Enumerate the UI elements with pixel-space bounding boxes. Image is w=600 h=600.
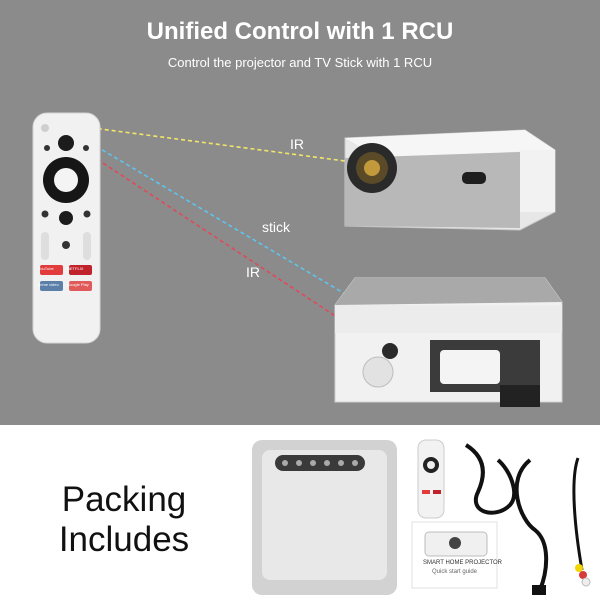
ir-receiver-bottom	[382, 343, 398, 359]
youtube-button	[40, 265, 63, 275]
ir-receiver-top	[462, 172, 486, 184]
netflix-label: NETFLIX	[67, 266, 84, 271]
prime-label: prime video	[38, 282, 59, 287]
packed-remote	[417, 439, 445, 519]
manual-line1: SMART HOME PROJECTOR	[423, 560, 503, 566]
page-title: Unified Control with 1 RCU	[146, 18, 454, 45]
page-subtitle: Control the projector and TV Stick with …	[167, 55, 433, 70]
hdmi-cable	[464, 443, 517, 515]
stick-label: stick	[262, 219, 290, 235]
mic-button	[58, 135, 74, 151]
ir-beam-top	[69, 124, 476, 179]
packing-title-line1: Packing	[61, 480, 187, 519]
remote-control	[32, 112, 101, 344]
tv-stick	[440, 350, 500, 384]
projector-top	[344, 129, 556, 231]
power-icon	[41, 124, 49, 132]
ir-label-top: IR	[290, 136, 304, 152]
packing-title-line2: Includes	[58, 520, 190, 559]
youtube-label: YouTube	[38, 266, 54, 271]
projector-bottom	[334, 277, 563, 407]
packing-title: Packing Includes	[44, 480, 204, 560]
manual-line2: Quick start guide	[432, 569, 478, 575]
av-cable	[572, 457, 591, 587]
prime-button	[40, 281, 63, 291]
packed-projector	[252, 440, 397, 595]
googleplay-button	[69, 281, 92, 291]
ir-beam-bottom	[67, 139, 391, 353]
speaker-grille	[362, 356, 394, 388]
power-cable	[514, 458, 549, 595]
netflix-button	[69, 265, 92, 275]
ok-button	[54, 168, 78, 192]
ir-label-bottom: IR	[246, 264, 260, 280]
googleplay-label: Google Play	[67, 282, 89, 287]
power-socket	[500, 385, 540, 407]
home-button	[59, 211, 73, 225]
user-manual	[411, 521, 498, 589]
